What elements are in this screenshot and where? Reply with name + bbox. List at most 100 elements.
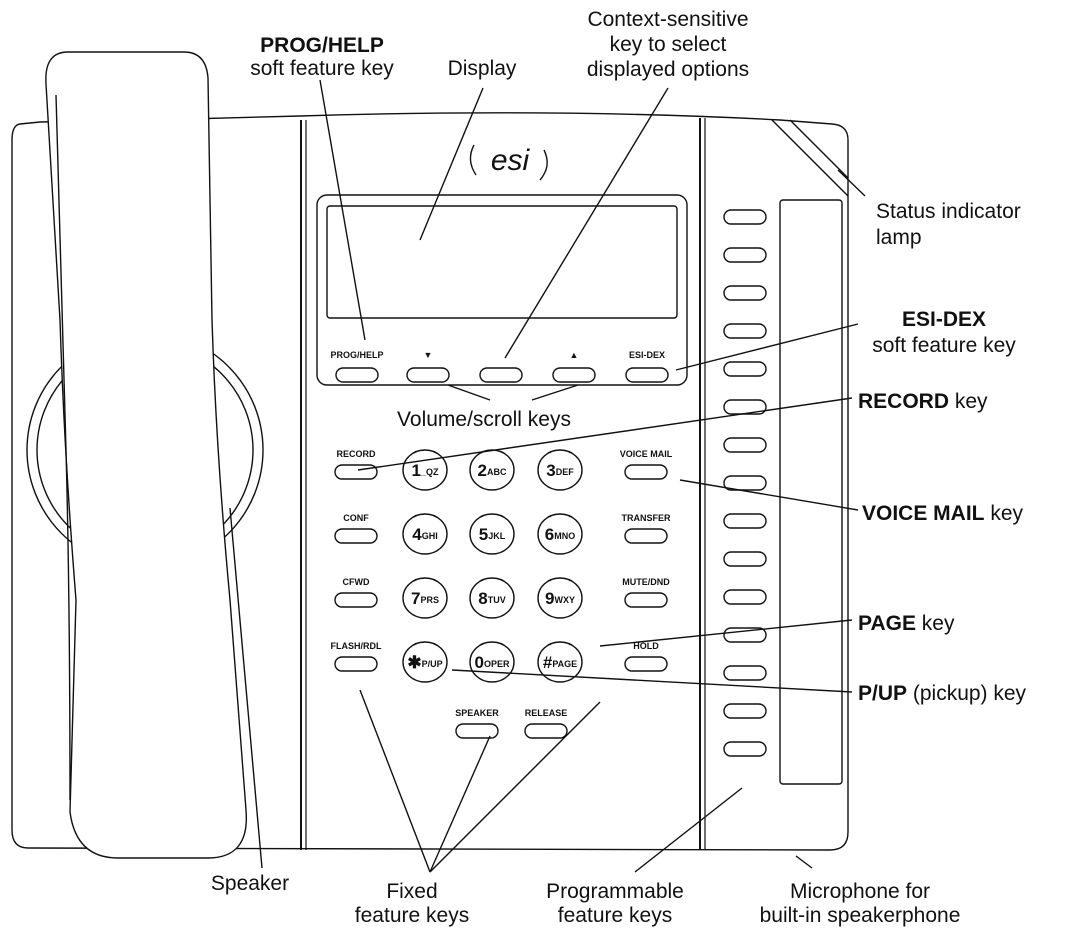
soft-key-0[interactable]: PROG/HELP (330, 350, 384, 383)
fixed-key-label: SPEAKER (455, 708, 499, 718)
fixed-key-label: VOICE MAIL (620, 449, 673, 459)
dialpad-key-button[interactable] (469, 513, 515, 555)
programmable-key-8[interactable] (723, 513, 767, 529)
fixed-key-label: MUTE/DND (622, 577, 670, 587)
fixed-key-label: CFWD (343, 577, 370, 587)
programmable-key-13[interactable] (723, 703, 767, 719)
leader-context-key (504, 87, 669, 359)
dialpad-digit: 4 (412, 525, 422, 544)
dialpad-key-label: 4GHI (412, 525, 437, 544)
dialpad-key-6[interactable]: 7PRS (402, 577, 448, 619)
dialpad-key-11[interactable]: #PAGE (537, 641, 583, 683)
fixed-key-button[interactable] (624, 656, 668, 672)
dialpad-key-button[interactable] (537, 449, 583, 491)
dialpad-key-button[interactable] (537, 577, 583, 619)
soft-key-3[interactable]: ▲ (552, 350, 596, 383)
fixed-key-button[interactable] (624, 464, 668, 480)
dialpad-key-0[interactable]: 1_QZ (402, 449, 448, 491)
dialpad-key-label: 9WXY (545, 589, 575, 608)
dialpad-digit: 0 (475, 653, 484, 672)
dialpad-key-label: #PAGE (543, 653, 577, 672)
dialpad-key-9[interactable]: ✱P/UP (402, 641, 448, 683)
soft-key-button[interactable] (335, 367, 379, 383)
fixed-key-button[interactable] (334, 528, 378, 544)
fixed-key-button[interactable] (334, 464, 378, 480)
leader-lines (229, 79, 866, 873)
dialpad-key-button[interactable] (402, 577, 448, 619)
programmable-key-4[interactable] (723, 361, 767, 377)
leader-record (357, 397, 853, 471)
callout-programmable-line2: feature keys (558, 904, 672, 927)
callout-esi-dex-title: ESI-DEX (902, 308, 986, 331)
dialpad-digit: 6 (545, 525, 554, 544)
callout-volume-scroll: Volume/scroll keys (397, 408, 571, 431)
fixed-key-button[interactable] (624, 592, 668, 608)
right-fixed-key-1[interactable]: TRANSFER (622, 513, 671, 544)
dialpad-key-button[interactable] (402, 449, 448, 491)
dialpad-key-8[interactable]: 9WXY (537, 577, 583, 619)
bottom-fixed-key-0[interactable]: SPEAKER (455, 708, 499, 739)
callout-page: PAGE key (858, 612, 955, 635)
dialpad-key-5[interactable]: 6MNO (537, 513, 583, 555)
fixed-key-label: TRANSFER (622, 513, 671, 523)
programmable-key-6[interactable] (723, 437, 767, 453)
dialpad-letters: GHI (422, 531, 438, 541)
programmable-key-9[interactable] (723, 551, 767, 567)
programmable-key-2[interactable] (723, 285, 767, 301)
callout-pickup: P/UP (pickup) key (858, 682, 1027, 705)
soft-key-button[interactable] (479, 367, 523, 383)
fixed-key-button[interactable] (524, 723, 568, 739)
callout-esi-dex-sub: soft feature key (872, 334, 1016, 357)
dialpad-key-button[interactable] (402, 641, 448, 683)
dialpad-key-button[interactable] (537, 641, 583, 683)
dialpad-key-1[interactable]: 2ABC (469, 449, 515, 491)
dialpad-key-4[interactable]: 5JKL (469, 513, 515, 555)
dialpad-key-10[interactable]: 0OPER (469, 641, 515, 683)
dialpad-key-label: 3DEF (546, 461, 574, 480)
dialpad-digit: 1 (412, 461, 421, 480)
soft-key-label: ▲ (570, 350, 579, 360)
left-fixed-key-1[interactable]: CONF (334, 513, 378, 544)
dialpad-key-button[interactable] (402, 513, 448, 555)
programmable-key-7[interactable] (723, 475, 767, 491)
programmable-key-10[interactable] (723, 589, 767, 605)
leader-page (599, 619, 853, 647)
dialpad-digit: 9 (545, 589, 554, 608)
fixed-key-button[interactable] (334, 592, 378, 608)
leader-programmable (634, 787, 743, 873)
callout-status-line2: lamp (876, 226, 922, 249)
right-fixed-key-0[interactable]: VOICE MAIL (620, 449, 673, 480)
fixed-key-button[interactable] (455, 723, 499, 739)
programmable-key-1[interactable] (723, 247, 767, 263)
dialpad-key-button[interactable] (537, 513, 583, 555)
dialpad-key-7[interactable]: 8TUV (469, 577, 515, 619)
dialpad-key-2[interactable]: 3DEF (537, 449, 583, 491)
right-fixed-key-3[interactable]: HOLD (624, 641, 668, 672)
dialpad-key-label: 2ABC (478, 461, 507, 480)
right-fixed-key-2[interactable]: MUTE/DND (622, 577, 670, 608)
programmable-key-0[interactable] (723, 209, 767, 225)
dialpad-key-3[interactable]: 4GHI (402, 513, 448, 555)
left-fixed-key-2[interactable]: CFWD (334, 577, 378, 608)
programmable-key-12[interactable] (723, 665, 767, 681)
leader-fixed-1 (359, 689, 431, 873)
programmable-key-14[interactable] (723, 741, 767, 757)
left-fixed-key-0[interactable]: RECORD (334, 449, 378, 480)
soft-key-4[interactable]: ESI-DEX (625, 350, 669, 383)
soft-key-1[interactable]: ▼ (406, 350, 450, 383)
left-fixed-key-3[interactable]: FLASH/RDL (331, 641, 382, 672)
bottom-fixed-key-1[interactable]: RELEASE (524, 708, 568, 739)
dialpad-key-button[interactable] (469, 577, 515, 619)
fixed-key-button[interactable] (624, 528, 668, 544)
soft-key-button[interactable] (625, 367, 669, 383)
soft-key-2[interactable] (479, 367, 523, 383)
leader-fixed-2 (429, 735, 491, 873)
soft-key-button[interactable] (406, 367, 450, 383)
phone-base (11, 112, 849, 851)
soft-key-label: ESI-DEX (629, 350, 665, 360)
callout-microphone-line1: Microphone for (790, 880, 930, 903)
soft-key-button[interactable] (552, 367, 596, 383)
fixed-key-button[interactable] (334, 656, 378, 672)
programmable-key-3[interactable] (723, 323, 767, 339)
callout-prog-help-sub: soft feature key (250, 57, 394, 80)
